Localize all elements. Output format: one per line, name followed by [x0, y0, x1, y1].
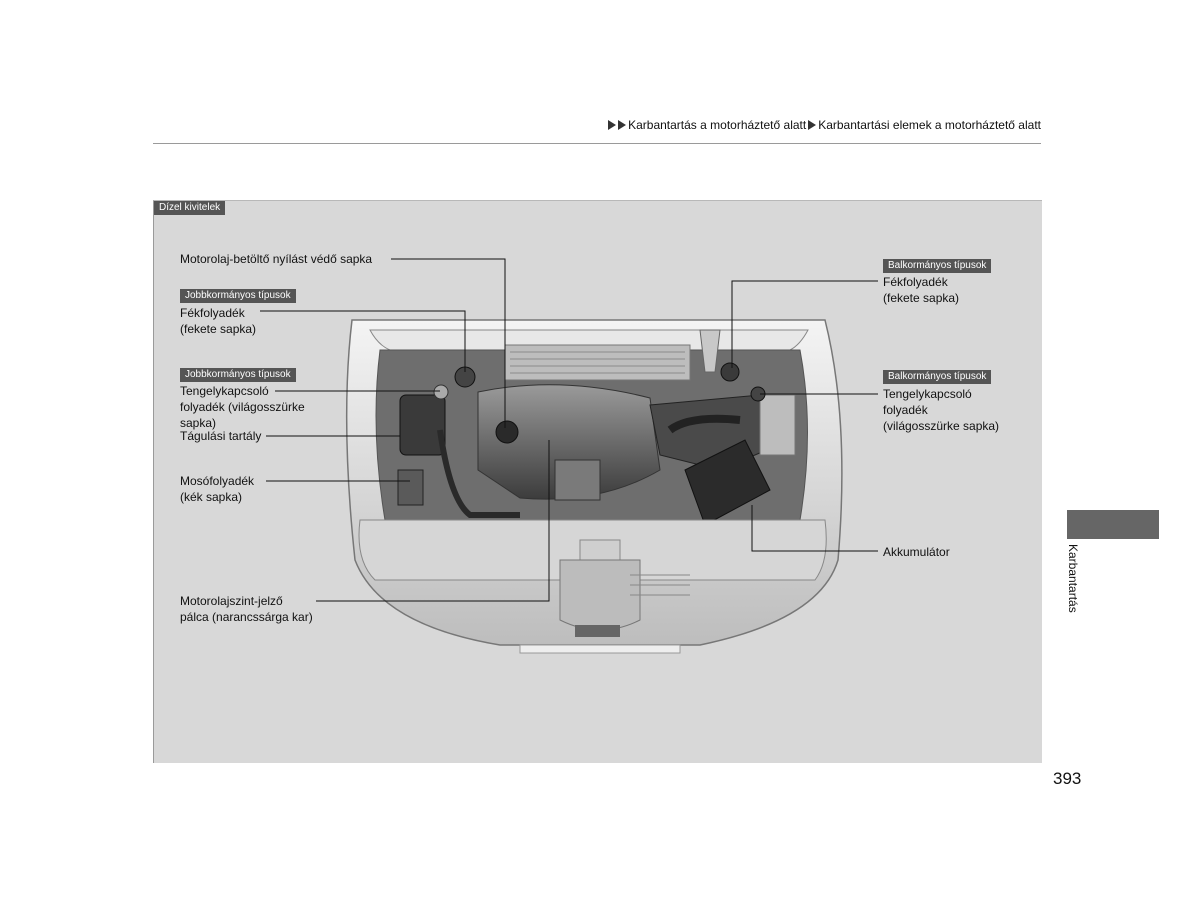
variant-tag: Dízel kivitelek: [154, 201, 226, 215]
breadcrumb-page: Karbantartási elemek a motorháztető alat…: [818, 118, 1041, 132]
dipstick-label: Motorolajszint-jelző pálca (narancssárga…: [180, 594, 313, 624]
header-rule: [153, 143, 1041, 144]
arrow-right-icon: [808, 120, 817, 130]
rhd-tag-clutch: Jobbkormányos típusok: [180, 368, 296, 382]
page-number: 393: [1053, 769, 1082, 788]
breadcrumb-section: Karbantartás a motorháztető alatt: [628, 118, 807, 132]
chapter-label: Karbantartás: [1066, 544, 1080, 613]
lhd-tag-clutch: Balkormányos típusok: [883, 370, 992, 384]
washer-fluid-label: Mosófolyadék (kék sapka): [180, 474, 255, 504]
expansion-tank-label: Tágulási tartály: [180, 429, 262, 443]
arrow-right-icon: [618, 120, 627, 130]
clutch-fluid-lhd-label: Tengelykapcsoló folyadék (világosszürke …: [883, 387, 1000, 433]
breadcrumb: Karbantartás a motorháztető alatt Karban…: [608, 118, 1041, 132]
chapter-tab: [1067, 510, 1159, 539]
oil-filler-cap-label: Motorolaj-betöltő nyílást védő sapka: [180, 252, 373, 266]
battery-label: Akkumulátor: [883, 545, 950, 559]
lhd-tag-brake: Balkormányos típusok: [883, 259, 992, 273]
arrow-right-icon: [608, 120, 617, 130]
clutch-fluid-rhd-label: Tengelykapcsoló folyadék (világosszürke …: [180, 384, 305, 430]
brake-fluid-lhd-label: Fékfolyadék (fekete sapka): [883, 275, 960, 305]
rhd-tag-brake: Jobbkormányos típusok: [180, 289, 296, 303]
brake-fluid-rhd-label: Fékfolyadék (fekete sapka): [180, 306, 257, 336]
